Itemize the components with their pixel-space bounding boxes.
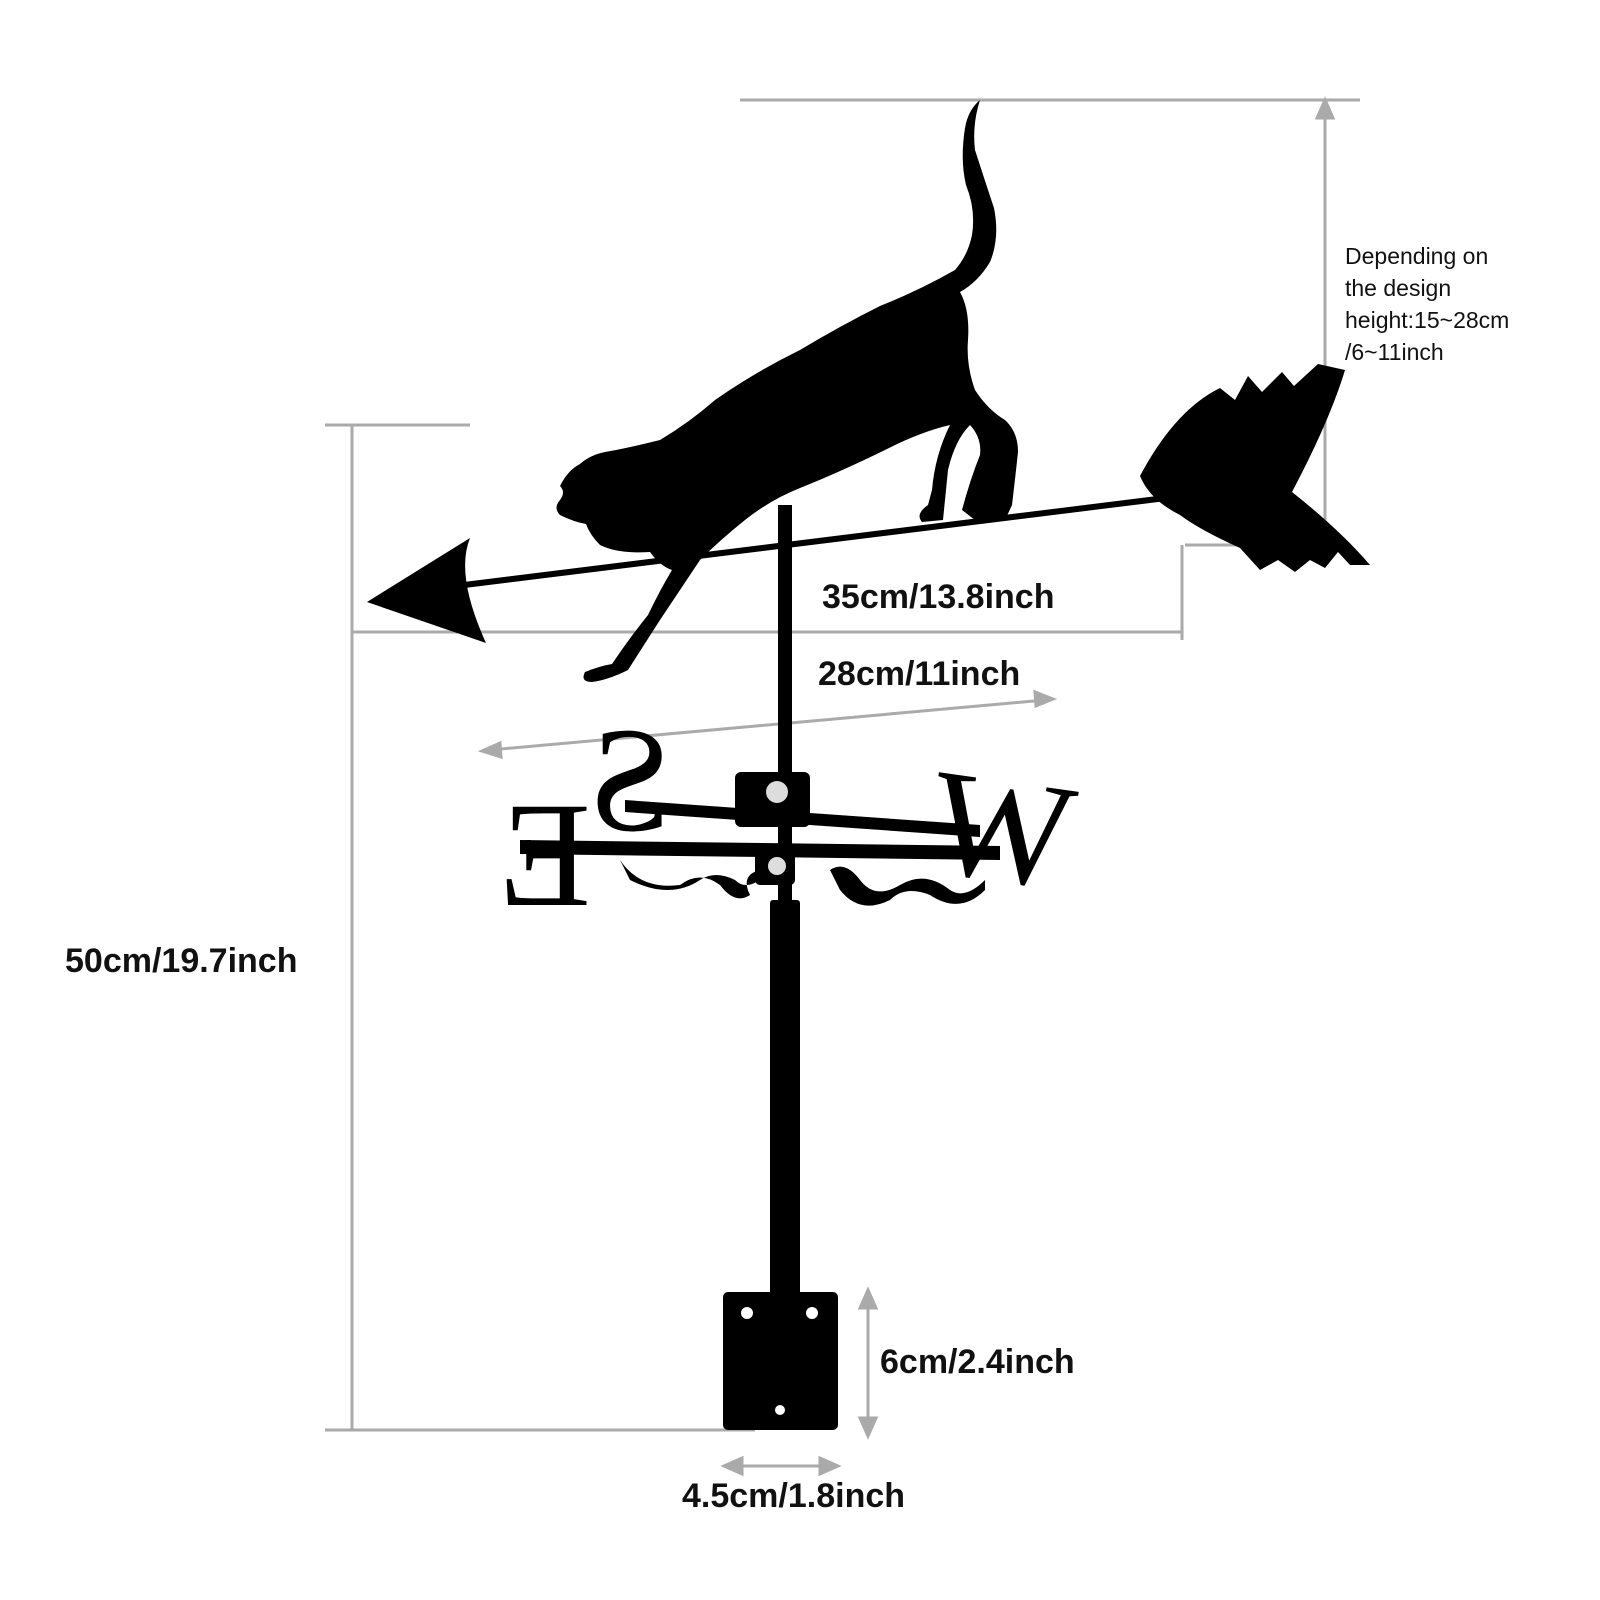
design-height-note-line: the design	[1345, 275, 1452, 301]
crossbar-width-label: 28cm/11inch	[818, 655, 1021, 693]
bracket-height-label: 6cm/2.4inch	[880, 1343, 1075, 1381]
bracket-height-arrowhead-bottom	[857, 1416, 879, 1440]
arrow-length-label: 35cm/13.8inch	[822, 578, 1055, 616]
bracket-screw-hole	[775, 1405, 785, 1415]
bracket-screw-hole	[741, 1307, 753, 1319]
design-height-note: Depending on the design height:15~28cm /…	[1345, 240, 1509, 368]
hub-bolt	[768, 857, 786, 875]
crossbar-width-line	[489, 698, 1046, 752]
cat-silhouette	[556, 100, 1018, 682]
design-height-note-line: Depending on	[1345, 243, 1489, 269]
arrow-head	[367, 538, 486, 643]
total-height-label: 50cm/19.7inch	[65, 942, 298, 980]
compass-letter-s: S	[588, 697, 671, 863]
compass-letter-e: E	[499, 772, 591, 938]
dimension-lines	[325, 96, 1360, 1477]
bracket-width-arrowhead-right	[818, 1455, 842, 1477]
tail-feather	[1140, 364, 1370, 572]
weathervane: E S W	[367, 100, 1370, 1430]
compass-letter-w: W	[921, 738, 1085, 922]
bracket-width-arrowhead-left	[720, 1455, 744, 1477]
scroll-ornament-left	[620, 860, 760, 899]
arrow-shaft	[439, 492, 1191, 591]
pole-lower-sleeve	[770, 900, 800, 1340]
crossbar-width-arrowhead-left	[477, 740, 503, 760]
bracket-screw-hole	[806, 1307, 818, 1319]
scroll-ornament-right	[830, 866, 985, 906]
design-height-note-line: height:15~28cm	[1345, 307, 1510, 333]
hub-bolt	[766, 781, 788, 803]
bracket-height-arrowhead-top	[857, 1286, 879, 1310]
crossbar-width-arrowhead-right	[1033, 689, 1058, 709]
bracket-width-label: 4.5cm/1.8inch	[682, 1477, 906, 1515]
mounting-bracket	[723, 1292, 838, 1430]
design-height-arrowhead-top	[1314, 96, 1336, 120]
design-height-note-line: /6~11inch	[1345, 339, 1444, 365]
